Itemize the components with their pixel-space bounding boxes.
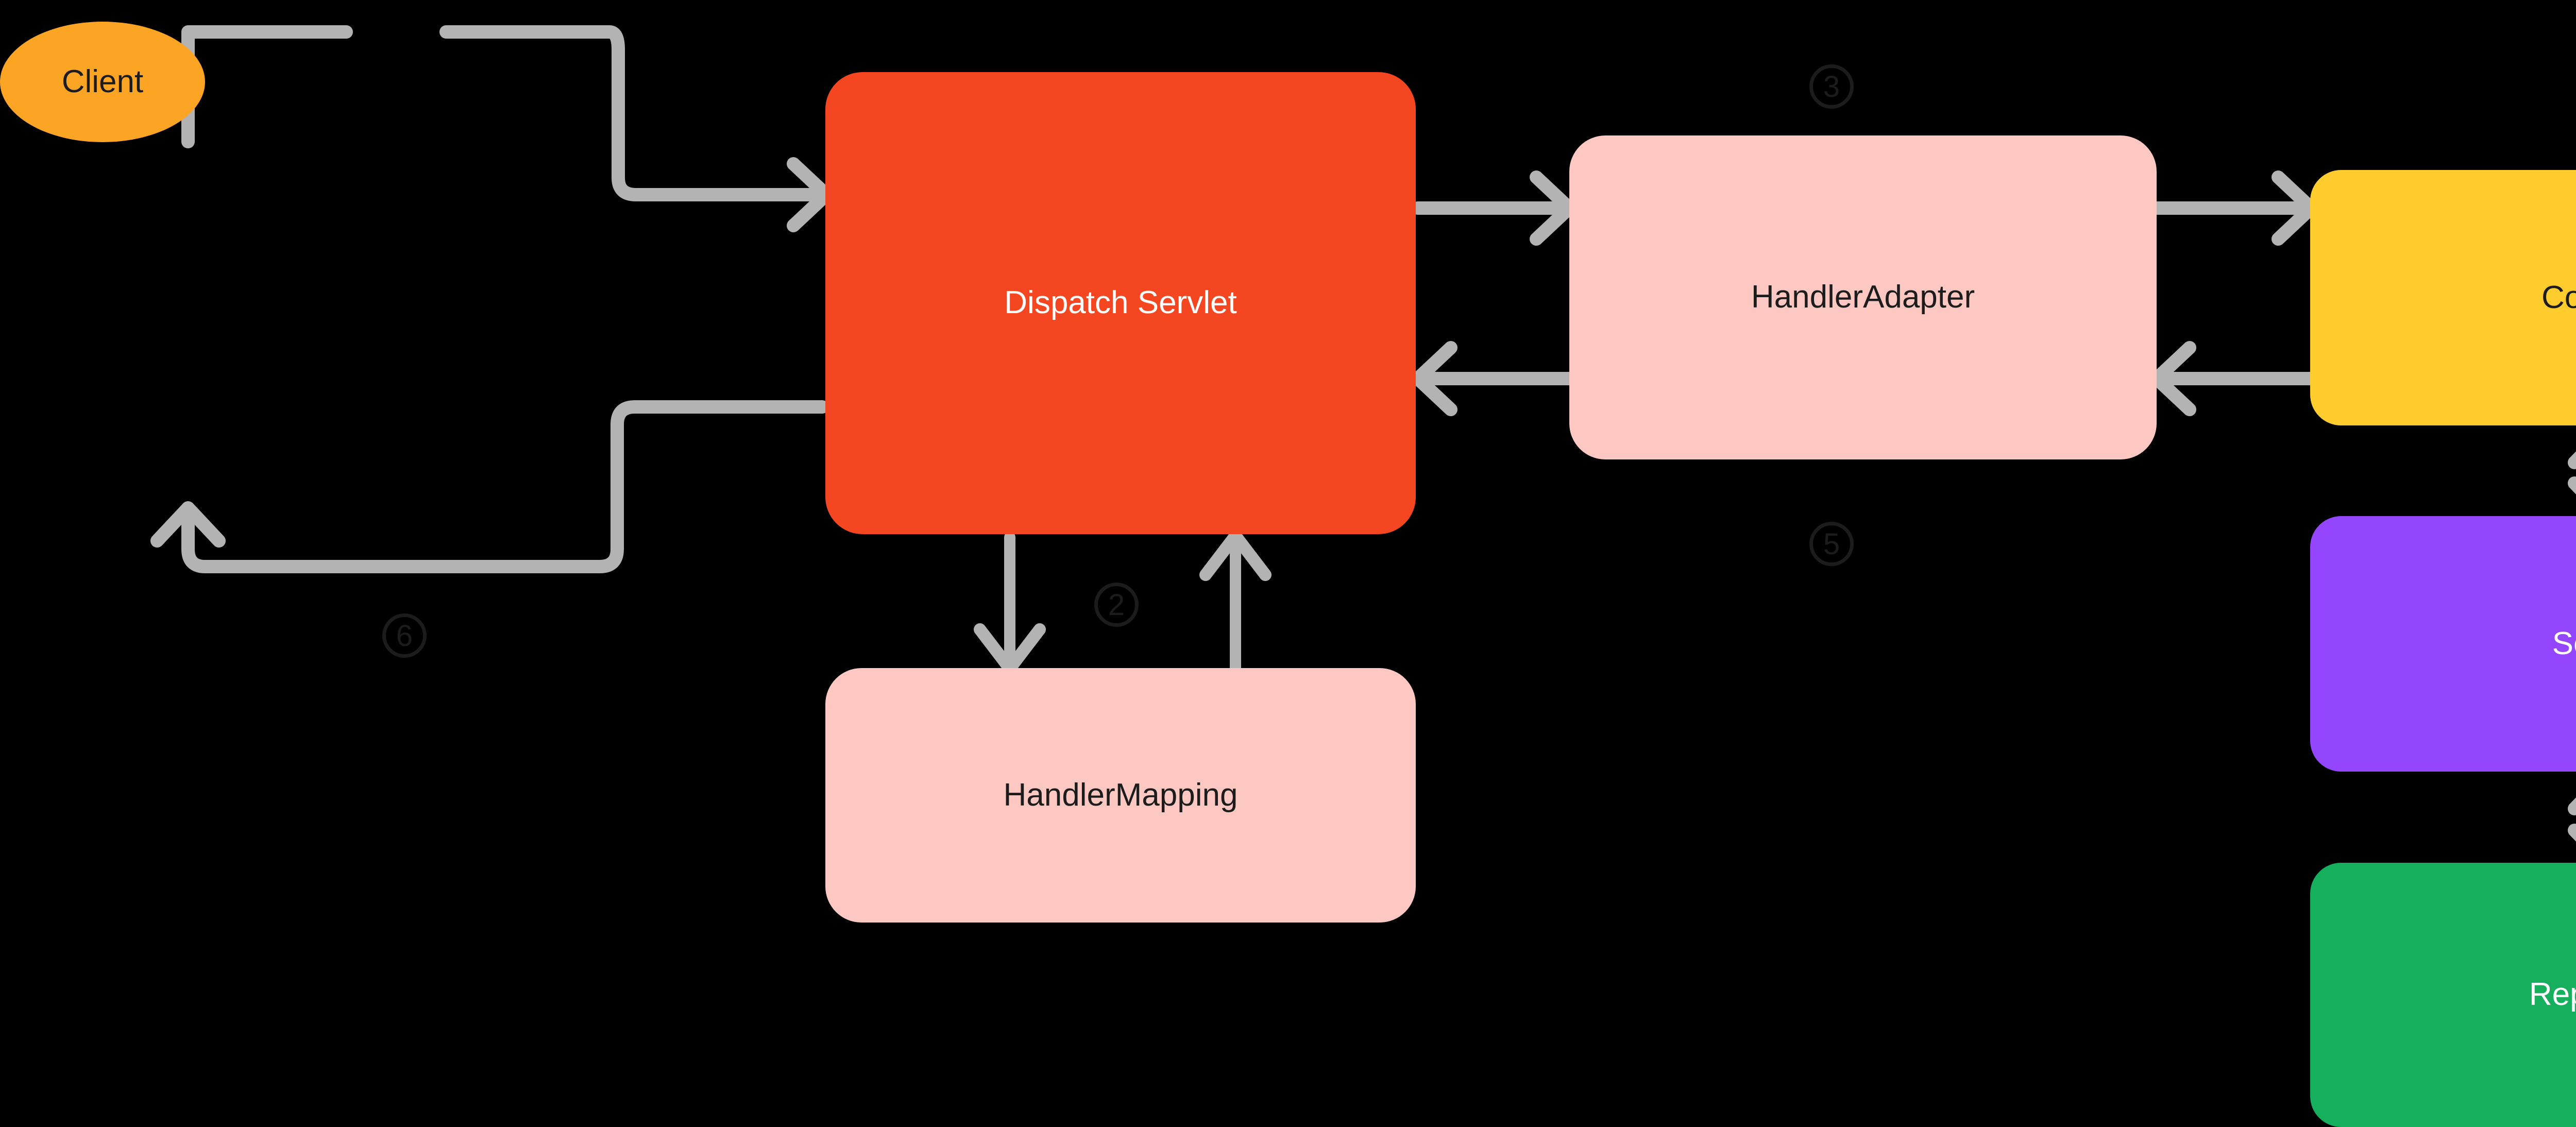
edge-dispatch-to-client-response — [150, 400, 829, 573]
edge-handler-adapter-to-dispatch — [1411, 341, 1576, 416]
edge-handler-adapter-to-controller — [2150, 170, 2318, 246]
step-badge-2-label: 2 — [1108, 588, 1125, 622]
node-service[interactable]: Service — [2310, 516, 2576, 772]
node-repository-label: Repository — [2529, 977, 2576, 1013]
node-handler-adapter[interactable]: HandlerAdapter — [1569, 135, 2157, 459]
node-handler-mapping-label: HandlerMapping — [1003, 777, 1238, 813]
edge-client-to-dispatch-request — [181, 25, 833, 232]
step-badge-5: 5 — [1809, 522, 1854, 566]
step-badge-3-label: 3 — [1823, 70, 1840, 104]
edge-dispatch-to-handler-adapter — [1411, 170, 1576, 246]
step-badge-2: 2 — [1094, 583, 1139, 627]
step-badge-6-label: 6 — [396, 619, 413, 653]
edge-handler-mapping-to-dispatch — [1199, 530, 1272, 673]
node-client-label: Client — [61, 63, 144, 99]
step-badge-5-label: 5 — [1823, 527, 1840, 561]
edge-controller-to-handler-adapter — [2150, 341, 2317, 416]
node-handler-adapter-label: HandlerAdapter — [1751, 279, 1975, 315]
step-badge-3: 3 — [1809, 64, 1854, 109]
step-badge-6: 6 — [382, 613, 427, 658]
node-dispatch-servlet-label: Dispatch Servlet — [1004, 285, 1237, 321]
node-controller[interactable]: Contoller — [2310, 170, 2576, 425]
node-service-label: Service — [2552, 625, 2576, 661]
node-repository[interactable]: Repository — [2310, 863, 2576, 1127]
node-controller-label: Contoller — [2541, 279, 2576, 315]
node-dispatch-servlet[interactable]: Dispatch Servlet — [825, 72, 1416, 534]
edge-dispatch-to-handler-mapping — [974, 532, 1046, 675]
node-client[interactable]: Client — [0, 22, 205, 142]
node-handler-mapping[interactable]: HandlerMapping — [825, 668, 1416, 923]
